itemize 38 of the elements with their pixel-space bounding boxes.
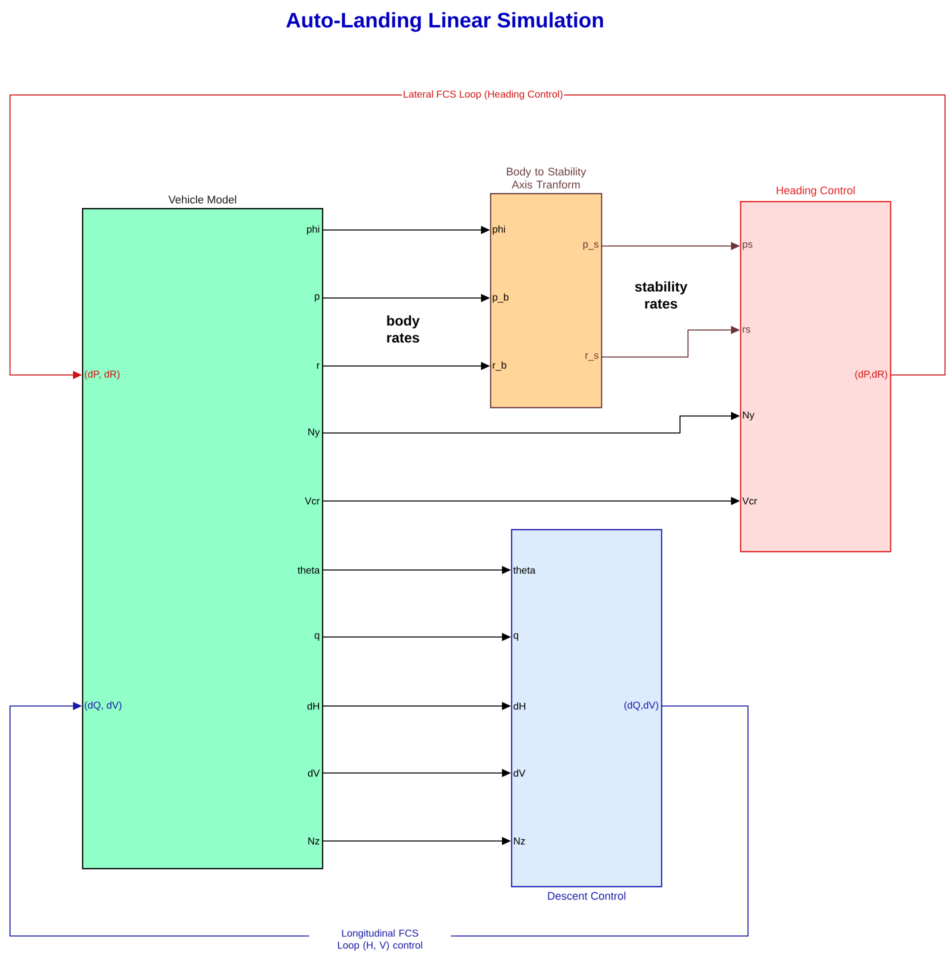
port-label: Vcr bbox=[304, 498, 320, 504]
port-label: p bbox=[314, 294, 320, 302]
port-label: p_b bbox=[492, 293, 508, 303]
port-label: ps bbox=[742, 242, 752, 250]
title: Auto-Landing Linear Simulation bbox=[286, 12, 603, 32]
port-label: dH bbox=[514, 702, 526, 710]
port-label: q bbox=[514, 633, 518, 641]
port-label: phi bbox=[492, 225, 505, 235]
port-label: phi bbox=[307, 225, 320, 235]
port-label: dV bbox=[308, 769, 320, 777]
port-label: dV bbox=[514, 769, 526, 777]
port-label: (dQ,dV) bbox=[624, 701, 658, 711]
edge-label: Longitudinal FCS Loop (H, V) control bbox=[309, 928, 451, 952]
port-label: r bbox=[317, 363, 320, 369]
port-label: theta bbox=[513, 566, 536, 574]
signal-group-label: body rates bbox=[387, 315, 420, 343]
port-label: (dP, dR) bbox=[84, 370, 120, 380]
port-label: (dQ, dV) bbox=[84, 701, 122, 711]
port-label: Vcr bbox=[742, 498, 758, 504]
node-label: Descent Control bbox=[548, 892, 626, 900]
port-label: (dP,dR) bbox=[855, 370, 888, 380]
signal-group-label: stability rates bbox=[635, 281, 688, 309]
port-label: Nz bbox=[514, 838, 525, 844]
port-label: q bbox=[314, 633, 320, 641]
port-label: r_s bbox=[586, 353, 598, 361]
port-label: rs bbox=[742, 327, 750, 333]
port-label: theta bbox=[298, 566, 320, 574]
node-label: Vehicle Model bbox=[168, 195, 236, 204]
node-label: Body to Stability Axis Tranform bbox=[506, 167, 586, 188]
arrow bbox=[10, 702, 748, 936]
port-label: Ny bbox=[308, 428, 320, 438]
port-label: r_b bbox=[492, 361, 506, 371]
port-label: p_s bbox=[583, 242, 598, 250]
port-label: dH bbox=[307, 702, 319, 710]
port-label: Ny bbox=[743, 412, 754, 420]
node-label: Heading Control bbox=[776, 186, 855, 196]
port-label: Nz bbox=[308, 838, 320, 844]
edge-label: Lateral FCS Loop (Heading Control) bbox=[402, 89, 564, 101]
